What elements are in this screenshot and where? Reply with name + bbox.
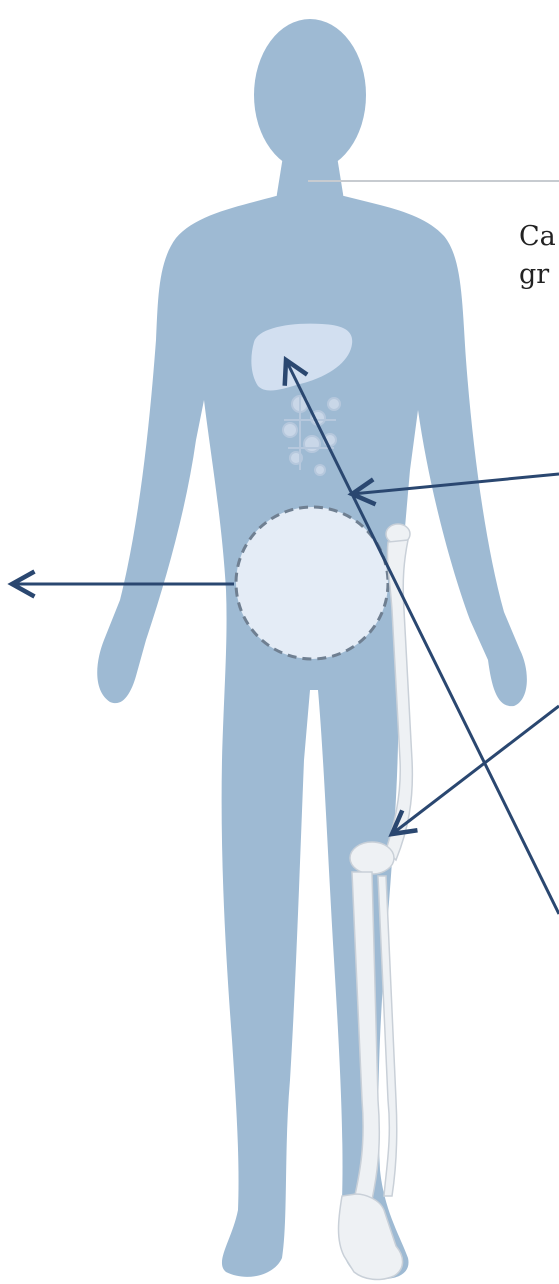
top-callout-label-line2: gr	[519, 256, 559, 294]
bone-arrow	[392, 706, 559, 834]
top-callout-label: Ca gr	[519, 218, 559, 294]
pelvic-mass-circle	[236, 507, 388, 659]
top-callout-label-line1: Ca	[519, 218, 559, 256]
